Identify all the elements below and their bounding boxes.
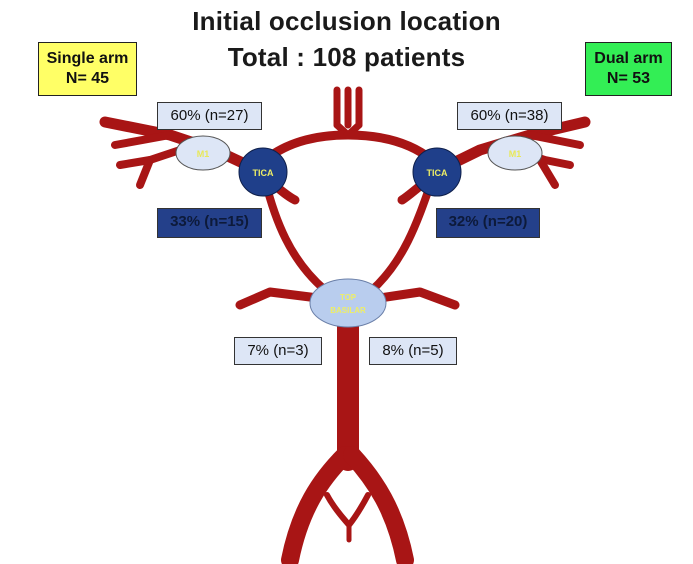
single-basilar-stat: 7% (n=3): [234, 337, 322, 365]
m1-left-node: [175, 135, 231, 171]
diagram-title-line2: Total : 108 patients: [227, 42, 466, 72]
top-basilar-label-line1: TOP: [340, 293, 357, 302]
dual-m1-stat: 60% (n=38): [457, 102, 562, 130]
top-basilar-node: [309, 278, 387, 328]
dual-arm-count: N= 53: [606, 70, 651, 87]
m1-left-label: M1: [197, 149, 210, 159]
single-arm-label: Single arm: [46, 50, 129, 67]
tica-left-label: TICA: [253, 168, 274, 178]
single-m1-stat: 60% (n=27): [157, 102, 262, 130]
m1-right-node: [487, 135, 543, 171]
single-arm-box: Single arm N= 45: [38, 42, 137, 96]
diagram-title-line1: Initial occlusion location: [192, 6, 501, 36]
dual-tica-stat: 32% (n=20): [436, 208, 540, 238]
dual-arm-label: Dual arm: [594, 50, 663, 67]
left-pca: [235, 287, 323, 310]
tica-left-node: [238, 147, 288, 197]
dual-basilar-stat: 8% (n=5): [369, 337, 457, 365]
tica-right-label: TICA: [427, 168, 448, 178]
single-arm-count: N= 45: [65, 70, 110, 87]
top-basilar-label-line2: BASILAR: [330, 306, 366, 315]
right-vertebral: [343, 446, 414, 564]
anterior-cerebral-top: [333, 86, 363, 129]
tica-right-node: [412, 147, 462, 197]
left-vertebral: [281, 446, 354, 564]
single-tica-stat: 33% (n=15): [157, 208, 262, 238]
dual-arm-box: Dual arm N= 53: [585, 42, 672, 96]
m1-right-label: M1: [509, 149, 522, 159]
right-pca: [375, 287, 460, 310]
